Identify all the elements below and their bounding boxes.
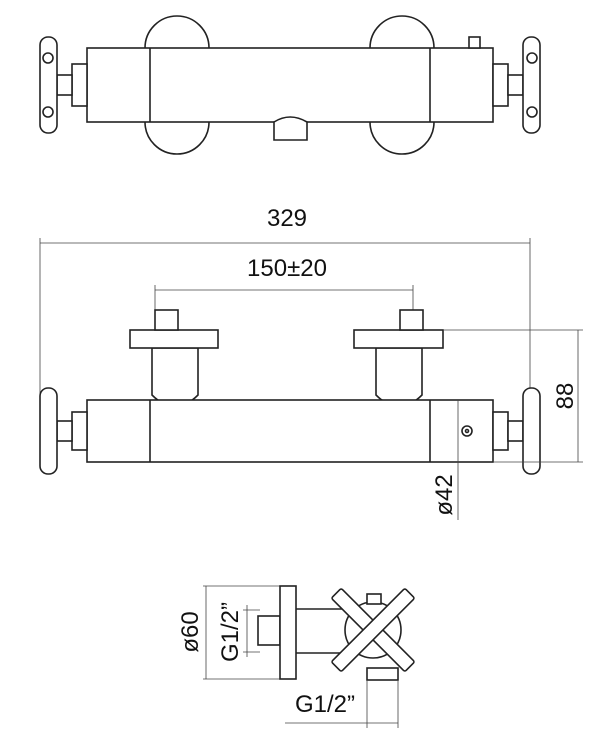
projection-label: 88: [552, 383, 579, 410]
outlet-thread-label: G1/2”: [295, 691, 355, 718]
body-diameter-label: ø42: [431, 474, 458, 515]
left-handle: [39, 36, 58, 134]
safety-button: [468, 36, 481, 49]
front-view: 329 150±20 88 ø42: [39, 205, 583, 520]
mixer-body: [86, 47, 494, 123]
side-view: ø60 G1/2” G1/2”: [177, 585, 415, 728]
right-wall-flange-bottom: [369, 121, 435, 155]
left-handle-front: [39, 387, 58, 475]
left-wall-flange-bottom: [144, 121, 210, 155]
right-handle-front: [522, 387, 541, 475]
left-wall-flange: [129, 329, 219, 349]
center-distance-label: 150±20: [247, 255, 327, 282]
right-wall-flange-top: [369, 15, 435, 49]
inlet-thread-label: G1/2”: [217, 602, 244, 662]
side-flange: [279, 585, 297, 680]
flange-diameter-label: ø60: [177, 611, 204, 652]
right-wall-flange: [353, 329, 444, 349]
outlet: [273, 116, 308, 141]
left-eccentric: [151, 347, 199, 408]
top-view: [39, 15, 541, 155]
right-eccentric: [375, 347, 423, 408]
mixer-body-front: [86, 399, 494, 463]
side-outlet: [366, 667, 399, 681]
right-handle: [522, 36, 541, 134]
button-icon: [461, 425, 473, 437]
overall-width-label: 329: [267, 205, 307, 232]
left-wall-flange-top: [144, 15, 210, 49]
cross-handle-icon: [331, 588, 415, 672]
